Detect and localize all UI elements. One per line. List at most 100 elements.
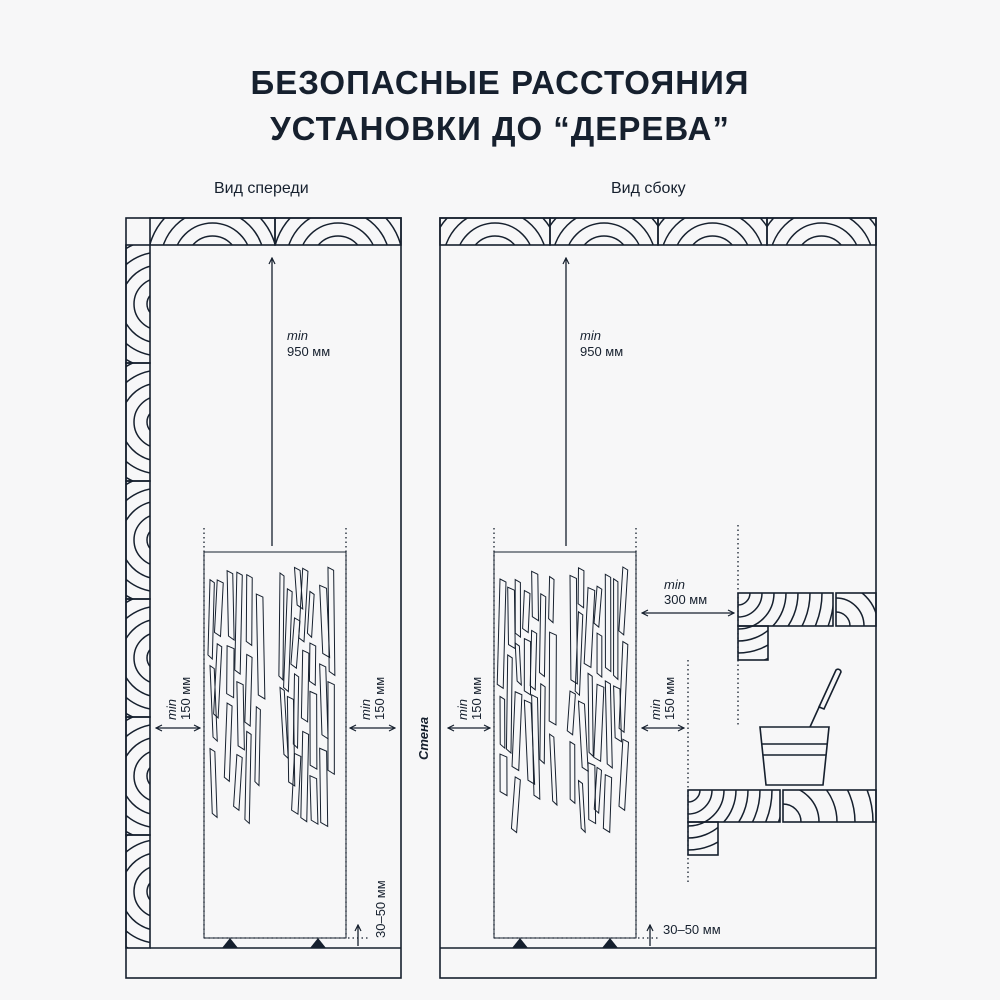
- wood-grain-ring: [133, 751, 150, 801]
- front-heater: [203, 551, 347, 939]
- front-view-label: Вид спереди: [214, 180, 309, 197]
- side-floor-value: 30–50 мм: [663, 922, 721, 937]
- dimension-labels: min 950 мм min 150 мм min 150 мм 30–50 м…: [164, 328, 721, 938]
- heater-slot: [319, 663, 329, 740]
- wood-grain-ring: [126, 252, 150, 356]
- heater-slot: [292, 672, 300, 750]
- ceiling-beam: [150, 218, 275, 245]
- wood-grain-ring: [800, 235, 843, 245]
- ceiling-beam-outline: [439, 217, 551, 246]
- wood-grain-ring: [302, 222, 374, 245]
- wood-grain-ring: [126, 606, 150, 710]
- wood-grain-ring: [126, 599, 135, 717]
- heater-slot: [233, 753, 243, 812]
- heater-slot: [604, 680, 613, 769]
- heater-slot: [577, 779, 586, 834]
- side-room-frame: [439, 217, 877, 979]
- wall-beam: [126, 481, 150, 599]
- heater-slot: [531, 693, 541, 801]
- heater-slot: [574, 610, 584, 697]
- heater-slot: [523, 699, 536, 786]
- wood-grain-ring: [568, 222, 640, 245]
- heater-slot: [226, 644, 235, 699]
- wood-grain-ring: [658, 218, 767, 228]
- heater-slot: [593, 683, 605, 763]
- wood-grain-ring: [133, 633, 150, 683]
- heater-slot: [514, 578, 521, 639]
- heater-slot: [566, 690, 576, 736]
- heater-slot: [309, 774, 319, 826]
- wall-beam: [126, 835, 150, 948]
- wall-beam: [126, 245, 150, 363]
- heater-slot: [244, 730, 252, 825]
- wood-grain-ring: [126, 488, 150, 592]
- wood-grain-ring: [771, 218, 872, 245]
- wood-grain-ring: [126, 363, 135, 481]
- wood-grain-ring: [691, 235, 734, 245]
- wood-grain-ring: [150, 218, 275, 245]
- wood-grain-ring: [591, 249, 617, 275]
- ceiling-beam: [658, 218, 767, 245]
- ceiling-beam-outline: [149, 217, 276, 246]
- wood-grain-ring: [440, 218, 550, 229]
- heater-slot: [234, 571, 243, 676]
- wood-grain-ring: [583, 235, 625, 245]
- shelf-min: min: [664, 577, 685, 592]
- heater-slot: [308, 642, 317, 687]
- heater-slot: [209, 747, 218, 819]
- title-line-1: БЕЗОПАСНЫЕ РАССТОЯНИЯ: [250, 64, 750, 101]
- wall-beam: [126, 717, 150, 835]
- heater-slot: [300, 730, 310, 823]
- heater-slot: [587, 761, 597, 825]
- heater-slot: [209, 664, 218, 743]
- heater-slot: [618, 738, 630, 812]
- wood-grain-ring: [133, 515, 150, 565]
- page-title: БЕЗОПАСНЫЕ РАССТОЯНИЯ УСТАНОВКИ ДО “ДЕРЕ…: [0, 60, 1000, 152]
- front-left-value: 150 мм: [178, 677, 193, 720]
- heater-slot: [255, 593, 266, 700]
- wood-grain-ring: [554, 218, 654, 245]
- side-left-value: 150 мм: [469, 677, 484, 720]
- wood-grain-ring: [146, 294, 150, 314]
- wood-grain-ring: [126, 853, 150, 930]
- heater-slot: [245, 573, 253, 647]
- heater-slot: [278, 572, 285, 682]
- wood-grain-ring: [126, 383, 150, 461]
- heater-slot: [226, 569, 235, 642]
- heater-slot: [327, 680, 335, 776]
- heater-slot: [319, 584, 331, 659]
- heater-slot: [548, 631, 557, 726]
- wood-grain-ring: [550, 218, 658, 228]
- wood-grain-ring: [662, 218, 763, 245]
- front-right-min: min: [358, 699, 373, 720]
- front-right-value: 150 мм: [372, 677, 387, 720]
- heater-slot: [254, 705, 261, 787]
- heater-slot: [283, 587, 293, 693]
- heater-slot: [569, 574, 578, 685]
- ceiling-beam: [550, 218, 658, 275]
- wall-label: Стена: [416, 717, 431, 760]
- wood-grain-ring: [126, 481, 135, 599]
- frames: [125, 217, 877, 979]
- heater-slot: [286, 695, 296, 787]
- wood-grain-ring: [126, 724, 150, 828]
- wood-grain-ring: [474, 235, 516, 245]
- heater-slot: [300, 649, 310, 723]
- heater-slot: [577, 566, 585, 609]
- heater-slot: [613, 685, 623, 743]
- heater-slot: [596, 632, 603, 679]
- lower-shelf-board-outline: [687, 821, 719, 856]
- wood-grain-ring: [126, 245, 135, 363]
- side-right-min: min: [648, 699, 663, 720]
- ceiling-beam: [440, 218, 550, 245]
- heater-slot: [505, 654, 513, 755]
- clearance-guides: [203, 525, 739, 939]
- upper-shelf-board-outline: [737, 625, 769, 661]
- heater-slot: [499, 695, 506, 750]
- wall-beam: [126, 363, 150, 481]
- heater-slot: [507, 586, 516, 650]
- heater-slot: [244, 653, 253, 727]
- upper-shelf-board-outline: [737, 592, 834, 627]
- wood-grain-ring: [126, 737, 150, 815]
